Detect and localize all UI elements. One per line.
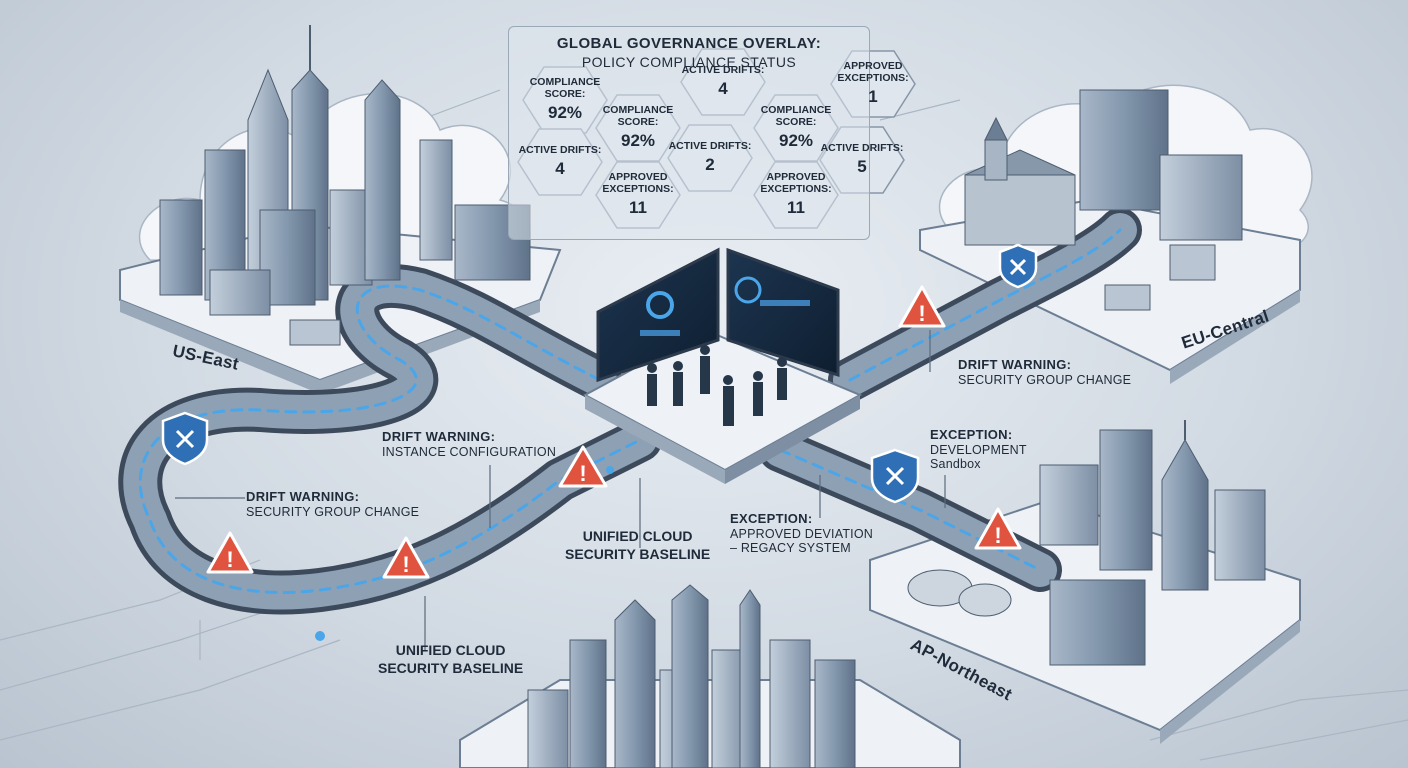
annotation-detail: SECURITY GROUP CHANGE — [958, 372, 1132, 387]
annotation-exception-legacy: EXCEPTION: APPROVED DEVIATION – REGACY S… — [730, 511, 873, 556]
annotation-detail: – REGACY SYSTEM — [730, 541, 851, 556]
overlay-header: GLOBAL GOVERNANCE OVERLAY: POLICY COMPLI… — [509, 35, 869, 70]
baseline-line1: UNIFIED CLOUD — [582, 528, 693, 544]
annotation-title: DRIFT WARNING: — [382, 429, 496, 444]
annotation-exception-dev: EXCEPTION: DEVELOPMENT Sandbox — [930, 427, 1027, 472]
baseline-label-south: UNIFIED CLOUD SECURITY BASELINE — [378, 642, 523, 677]
warning-triangle-icon: ! — [558, 445, 608, 488]
dashboard-screen-icon — [726, 247, 840, 378]
svg-text:!: ! — [994, 523, 1001, 548]
dashboard-screen-icon — [596, 247, 720, 383]
central-hub — [582, 247, 863, 484]
hex-key: ACTIVE DRIFTS: — [820, 142, 904, 155]
hex-value: 5 — [857, 156, 867, 176]
hex-cell: ACTIVE DRIFTS: 4 — [518, 125, 602, 199]
shield-x-icon — [998, 243, 1038, 289]
hex-key: COMPLIANCE SCORE: — [760, 104, 832, 128]
glow-dots — [315, 466, 614, 641]
city-eu-central — [964, 89, 1243, 311]
hex-value: 1 — [868, 86, 878, 106]
hex-value: 11 — [629, 197, 647, 217]
hex-key: COMPLIANCE SCORE: — [529, 76, 601, 100]
svg-text:!: ! — [918, 301, 925, 326]
city-ap-northeast — [907, 420, 1266, 666]
shield-x-icon — [870, 448, 920, 504]
hex-value: 92% — [778, 130, 814, 150]
annotation-detail: INSTANCE CONFIGURATION — [382, 444, 557, 459]
city-us-east — [159, 25, 531, 346]
annotation-detail: APPROVED DEVIATION — [730, 526, 873, 541]
baseline-line2: SECURITY BASELINE — [378, 659, 524, 676]
hex-key: ACTIVE DRIFTS: — [518, 144, 602, 157]
hex-key: COMPLIANCE SCORE: — [602, 104, 674, 128]
warning-triangle-icon: ! — [382, 536, 430, 579]
baseline-line1: UNIFIED CLOUD — [395, 642, 506, 658]
hex-cell: COMPLIANCE SCORE: 92% — [754, 91, 838, 165]
people-group — [647, 345, 787, 426]
annotation-title: DRIFT WARNING: — [246, 489, 360, 504]
shield-x-icon — [161, 411, 209, 466]
annotation-title: EXCEPTION: — [930, 427, 1013, 442]
annotation-detail: DEVELOPMENT — [930, 442, 1027, 457]
hex-key: ACTIVE DRIFTS: — [668, 140, 752, 153]
svg-text:!: ! — [579, 461, 586, 486]
road-network — [118, 208, 1142, 615]
hex-key: APPROVED EXCEPTIONS: — [760, 171, 832, 195]
baseline-line2: SECURITY BASELINE — [565, 545, 711, 562]
hex-value: 4 — [555, 158, 565, 178]
annotation-drift-eu: DRIFT WARNING: SECURITY GROUP CHANGE — [958, 357, 1132, 387]
city-south — [527, 584, 856, 768]
hex-cell: ACTIVE DRIFTS: 2 — [668, 121, 752, 195]
svg-text:!: ! — [226, 547, 233, 572]
annotation-title: DRIFT WARNING: — [958, 357, 1072, 372]
warning-triangle-icon: ! — [974, 507, 1022, 550]
hex-cell: APPROVED EXCEPTIONS: 1 — [831, 47, 915, 121]
leader-lines — [175, 330, 946, 650]
hex-cell: APPROVED EXCEPTIONS: 11 — [754, 158, 838, 232]
governance-overlay-panel: GLOBAL GOVERNANCE OVERLAY: POLICY COMPLI… — [508, 26, 870, 240]
hex-cell: APPROVED EXCEPTIONS: 11 — [596, 158, 680, 232]
warning-triangle-icon: ! — [898, 285, 946, 328]
hex-value: 2 — [705, 154, 715, 174]
hex-value: 92% — [620, 130, 656, 150]
hex-value: 92% — [547, 102, 583, 122]
hex-cell: ACTIVE DRIFTS: 4 — [681, 45, 765, 119]
hex-value: 4 — [718, 78, 728, 98]
hex-cell: COMPLIANCE SCORE: 92% — [596, 91, 680, 165]
warning-triangle-icon: ! — [206, 531, 254, 574]
hex-key: APPROVED EXCEPTIONS: — [837, 60, 909, 84]
annotation-detail: SECURITY GROUP CHANGE — [246, 504, 420, 519]
hex-key: APPROVED EXCEPTIONS: — [602, 171, 674, 195]
hex-key: ACTIVE DRIFTS: — [681, 64, 765, 77]
baseline-label-center: UNIFIED CLOUD SECURITY BASELINE — [565, 528, 710, 563]
overlay-title: GLOBAL GOVERNANCE OVERLAY: — [556, 35, 822, 52]
annotation-drift-us: DRIFT WARNING: SECURITY GROUP CHANGE — [246, 489, 420, 519]
hex-cell: ACTIVE DRIFTS: 5 — [820, 123, 904, 197]
overlay-subtitle: POLICY COMPLIANCE STATUS — [581, 54, 797, 70]
annotation-detail: Sandbox — [930, 457, 981, 472]
annotation-drift-instance: DRIFT WARNING: INSTANCE CONFIGURATION — [382, 429, 557, 459]
hex-value: 11 — [787, 197, 805, 217]
annotation-title: EXCEPTION: — [730, 511, 813, 526]
hex-cell: COMPLIANCE SCORE: 92% — [523, 63, 607, 137]
svg-text:!: ! — [402, 552, 409, 577]
